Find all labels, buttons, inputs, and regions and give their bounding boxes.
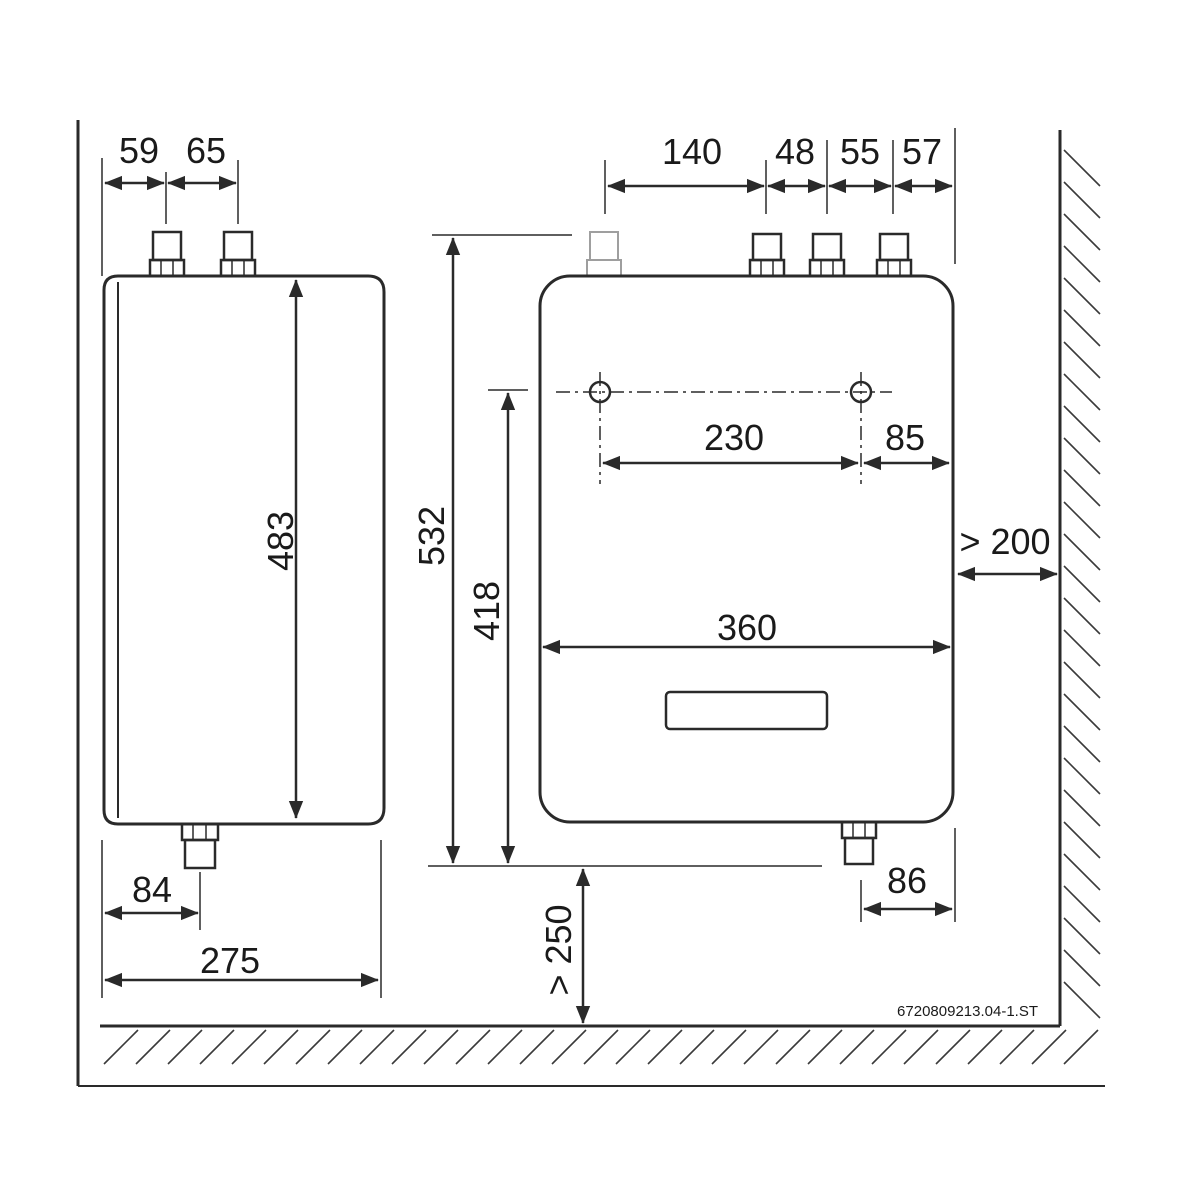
wall-hatch-line [1063, 629, 1101, 667]
front-pipe-faded [586, 231, 622, 277]
floor-hatch-line [1063, 1029, 1099, 1065]
wall-hatch-line [1063, 949, 1101, 987]
wall-hatch-line [1063, 437, 1101, 475]
dim-label-57: 57 [902, 131, 942, 172]
floor-hatch-line [423, 1029, 459, 1065]
dim-label-532: 532 [411, 506, 452, 566]
wall-hatch-line [1063, 661, 1101, 699]
floor-hatch-line [615, 1029, 651, 1065]
wall-hatch-line [1063, 373, 1101, 411]
dim-label-59: 59 [119, 130, 159, 171]
floor-hatch-line [839, 1029, 875, 1065]
floor-hatch-line [743, 1029, 779, 1065]
dim-label-86: 86 [887, 860, 927, 901]
wall-hatch-line [1063, 757, 1101, 795]
wall-hatch-line [1063, 725, 1101, 763]
front-pipe-3 [875, 232, 913, 278]
floor-hatch-line [359, 1029, 395, 1065]
floor-hatch-line [903, 1029, 939, 1065]
wall-hatch-line [1063, 789, 1101, 827]
display-panel [664, 690, 829, 731]
dim-label-84: 84 [132, 869, 172, 910]
floor-hatch-line [391, 1029, 427, 1065]
floor-hatch-line [935, 1029, 971, 1065]
wall-hatch-line [1063, 213, 1101, 251]
wall-hatch-line [1063, 309, 1101, 347]
front-pipe-bottom [840, 820, 878, 866]
floor-hatch-line [487, 1029, 523, 1065]
floor-hatch-line [711, 1029, 747, 1065]
side-pipe-left [148, 230, 186, 278]
floor-hatch-line [263, 1029, 299, 1065]
room-frame [76, 120, 1105, 1087]
wall-hatch-line [1063, 565, 1101, 603]
floor-hatching [103, 1029, 1099, 1065]
floor-hatch-line [679, 1029, 715, 1065]
wall-hatch-line [1063, 245, 1101, 283]
dim-label-wall-clearance: > 200 [959, 521, 1050, 562]
wall-hatch-line [1063, 181, 1101, 219]
dim-label-275: 275 [200, 940, 260, 981]
front-pipe-1 [748, 232, 786, 278]
dim-label-48: 48 [775, 131, 815, 172]
floor-hatch-line [999, 1029, 1035, 1065]
wall-hatch-line [1063, 501, 1101, 539]
dim-label-230: 230 [704, 417, 764, 458]
floor-hatch-line [647, 1029, 683, 1065]
floor-hatch-line [807, 1029, 843, 1065]
dim-label-418: 418 [466, 581, 507, 641]
side-pipe-right [219, 230, 257, 278]
wall-hatch-line [1063, 277, 1101, 315]
wall-hatch-line [1063, 597, 1101, 635]
front-pipe-2 [808, 232, 846, 278]
wall-hatch-line [1063, 149, 1101, 187]
wall-hatch-line [1063, 853, 1101, 891]
floor-hatch-line [583, 1029, 619, 1065]
wall-hatching [1063, 149, 1101, 1019]
floor-hatch-line [551, 1029, 587, 1065]
dim-label-55: 55 [840, 131, 880, 172]
front-view-body [538, 274, 955, 824]
dim-label-483: 483 [260, 511, 301, 571]
side-pipe-bottom [180, 822, 220, 870]
wall-hatch-line [1063, 693, 1101, 731]
floor-hatch-line [967, 1029, 1003, 1065]
floor-hatch-line [199, 1029, 235, 1065]
wall-hatch-line [1063, 981, 1101, 1019]
floor-hatch-line [1031, 1029, 1067, 1065]
floor-hatch-line [455, 1029, 491, 1065]
dim-label-floor-clearance: > 250 [538, 904, 579, 995]
floor-hatch-line [103, 1029, 139, 1065]
floor-hatch-line [135, 1029, 171, 1065]
floor-hatch-line [519, 1029, 555, 1065]
reference-code: 6720809213.04-1.ST [897, 1003, 1038, 1020]
floor-hatch-line [295, 1029, 331, 1065]
dim-label-360: 360 [717, 607, 777, 648]
wall-hatch-line [1063, 885, 1101, 923]
front-view: 140 48 55 57 532 418 230 85 360 86 > 200… [411, 128, 1058, 1024]
side-view-body [102, 274, 386, 826]
floor-hatch-line [231, 1029, 267, 1065]
wall-hatch-line [1063, 469, 1101, 507]
wall-hatch-line [1063, 533, 1101, 571]
wall-hatch-line [1063, 821, 1101, 859]
wall-hatch-line [1063, 917, 1101, 955]
dim-label-85: 85 [885, 417, 925, 458]
floor-hatch-line [775, 1029, 811, 1065]
wall-hatch-line [1063, 341, 1101, 379]
side-view: 59 65 483 84 275 [101, 130, 386, 998]
dim-label-140: 140 [662, 131, 722, 172]
floor-hatch-line [871, 1029, 907, 1065]
dim-label-65: 65 [186, 130, 226, 171]
floor-hatch-line [327, 1029, 363, 1065]
wall-hatch-line [1063, 405, 1101, 443]
floor-hatch-line [167, 1029, 203, 1065]
